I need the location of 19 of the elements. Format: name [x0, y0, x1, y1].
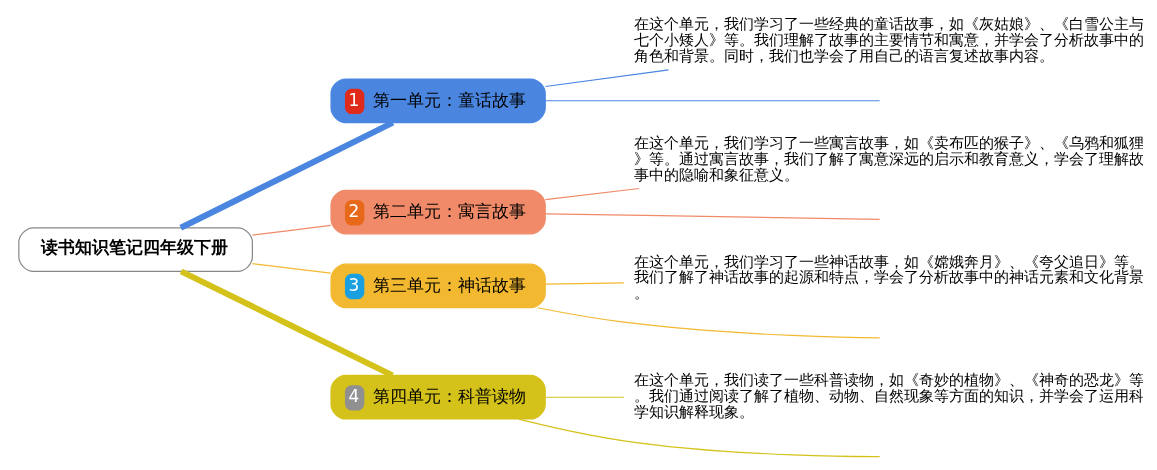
node-box: 读书知识笔记四年级下册 [18, 227, 253, 272]
node-text: 在这个单元，我们学习了一些神话故事，如《嫦娥奔月》、《夸父追日》等。我们了解了神话故事的起源和特点，学会了分析故事中的神话元素和文化背景。 [633, 253, 1144, 302]
node-box: 2 第二单元：寓言故事 [330, 189, 546, 235]
connector [544, 213, 881, 220]
connector [251, 263, 332, 274]
connector [537, 307, 881, 339]
node-box: 4 第四单元：科普读物 [330, 374, 546, 420]
connector [544, 100, 881, 102]
connector [544, 396, 625, 398]
connector [544, 187, 640, 201]
connector [251, 224, 332, 236]
node-box: 1 第一单元：童话故事 [330, 78, 546, 124]
connector [518, 418, 881, 458]
node-box: 3 第三单元：神话故事 [330, 263, 546, 309]
node-text: 在这个单元，我们读了一些科普读物，如《奇妙的植物》、《神奇的恐龙》等。我们通过阅读了解了植物、动物、自然现象等方面的知识，并学会了运用科学知识解释现象。 [633, 372, 1144, 420]
node-text: 在这个单元，我们学习了一些寓言故事，如《卖布匹的猴子》、《乌鸦和狐狸》等。通过寓言故事，我们了解了寓意深远的启示和教育意义，学会了理解故事中的隐喻和象征意义。 [633, 135, 1144, 183]
connector [544, 69, 670, 88]
node-text: 在这个单元，我们学习了一些经典的童话故事，如《灰姑娘》、《白雪公主与七个小矮人》等。我们理解了故事的主要情节和寓意，并学会了分析故事中的角色和背景。同时，我们也学会了用自己的语言复述故事内容。 [633, 16, 1144, 64]
connector [544, 282, 625, 285]
